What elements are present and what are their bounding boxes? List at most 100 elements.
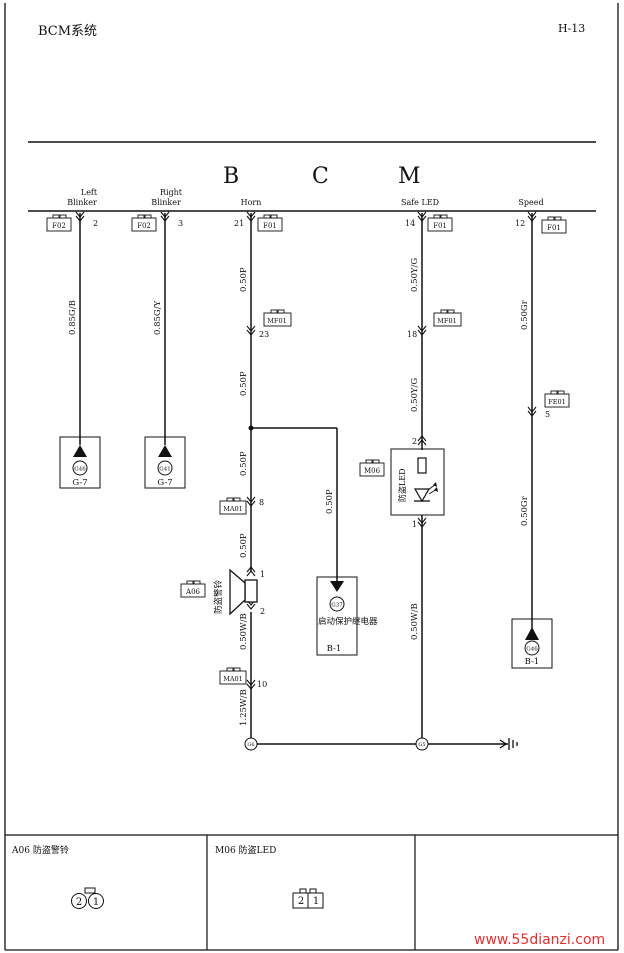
ground-code: G5 <box>418 742 425 748</box>
a06-pin-1: 1 <box>93 897 99 908</box>
wire-label: 0.50Y/G <box>410 258 420 292</box>
pin-number: 12 <box>515 219 525 228</box>
wire-label: 1.25W/B <box>239 689 249 726</box>
port-left-blinker-line2: Blinker <box>67 198 97 207</box>
port-safe-led: Safe LED <box>401 198 439 207</box>
svg-text:F01: F01 <box>433 222 447 230</box>
connector-f02-right: F02 <box>131 214 157 232</box>
bcm-module: B C M <box>28 164 596 212</box>
relay-label: 启动保护继电器 <box>318 616 378 627</box>
connector-f01-horn: F01 <box>257 214 283 232</box>
m06-pin-1: 1 <box>313 896 319 907</box>
m06-pinout: 2 1 <box>292 888 324 909</box>
pin-number: 2 <box>260 607 265 616</box>
wire-label: 0.50P <box>239 267 249 292</box>
connector-m06: M06 <box>359 459 385 477</box>
svg-text:MF01: MF01 <box>267 317 286 325</box>
connector-f02-left: F02 <box>46 214 72 232</box>
page-code: H-13 <box>558 22 586 35</box>
bcm-letter-m: M <box>398 164 421 189</box>
wire-label: 0.50P <box>325 489 335 514</box>
pin-number: 23 <box>259 330 269 339</box>
pin-number: 8 <box>259 498 264 507</box>
pin-number: 21 <box>234 219 244 228</box>
pinout-panels: A06 防盗警铃 M06 防盗LED 2 1 2 1 <box>11 844 324 909</box>
connector-ma01-upper: MA01 <box>219 497 247 515</box>
wire-label: 0.50Gr <box>520 495 530 526</box>
svg-text:F01: F01 <box>263 222 277 230</box>
connector-fe01: FE01 <box>544 390 570 408</box>
bcm-letter-b: B <box>223 164 239 189</box>
alarm-siren: 防盗警铃 <box>213 568 258 616</box>
location-label: B-1 <box>327 644 342 654</box>
pin-number: 1 <box>412 520 417 529</box>
watermark-text: www.55dianzi.com <box>474 932 606 948</box>
siren-label: 防盗警铃 <box>213 579 224 614</box>
wire-label: 0.50Y/G <box>410 378 420 412</box>
svg-text:MF01: MF01 <box>437 317 456 325</box>
wire-label: 0.50P <box>239 533 249 558</box>
pin-number: 5 <box>545 410 550 419</box>
wire-label: 0.85G/Y <box>153 300 163 335</box>
wire-label: 0.50P <box>239 451 249 476</box>
pin-arrows <box>75 211 537 690</box>
connector-tags: F02 F02 F01 F01 F01 MF01 MF01 FE01 <box>46 214 570 685</box>
start-protection-relay: G37 启动保护继电器 B-1 <box>316 576 378 656</box>
port-right-blinker-line1: Right <box>160 188 183 197</box>
port-speed: Speed <box>518 198 543 207</box>
svg-text:F02: F02 <box>52 222 66 230</box>
svg-text:M06: M06 <box>364 467 381 475</box>
wire-label: 0.85G/B <box>68 300 78 335</box>
port-right-blinker-line2: Blinker <box>151 198 181 207</box>
ground-code: G46 <box>526 647 538 653</box>
ground-speed: G46 B-1 <box>511 618 553 669</box>
port-labels: Left Blinker Right Blinker Horn Safe LED… <box>67 188 543 207</box>
wire-label: 0.50W/B <box>410 603 420 640</box>
page-title: BCM系统 <box>38 24 98 39</box>
pin-number: 14 <box>405 219 415 228</box>
svg-text:A06: A06 <box>185 588 201 596</box>
ground-code: G6 <box>247 742 254 748</box>
wire-labels: 0.85G/B 0.85G/Y 0.50P 0.50P 0.50P 0.50P … <box>68 258 530 726</box>
ground-code: G41 <box>159 467 170 473</box>
bcm-letter-c: C <box>312 164 329 189</box>
svg-text:MA01: MA01 <box>223 675 243 683</box>
connector-f01-speed: F01 <box>541 216 567 234</box>
led-label: 防盗LED <box>397 468 407 502</box>
wire-label: 0.50P <box>239 371 249 396</box>
location-label: G-7 <box>157 478 172 488</box>
pin-number: 2 <box>93 219 98 228</box>
pin-number: 1 <box>260 570 265 579</box>
ground-right-blinker: G41 G-7 <box>144 436 186 489</box>
svg-text:MA01: MA01 <box>223 505 243 513</box>
wire-label: 0.50Gr <box>520 299 530 330</box>
wire-label: 0.50W/B <box>239 613 249 650</box>
port-left-blinker-line1: Left <box>81 188 98 197</box>
panel-m06-title: M06 防盗LED <box>215 844 276 856</box>
location-label: G-7 <box>72 478 87 488</box>
connector-a06: A06 <box>180 580 206 598</box>
pin-number: 10 <box>257 680 267 689</box>
anti-theft-led: 防盗LED <box>390 448 445 516</box>
port-horn: Horn <box>241 198 262 207</box>
svg-text:F02: F02 <box>137 222 151 230</box>
wires <box>79 213 533 745</box>
a06-pinout: 2 1 <box>71 887 104 909</box>
ground-points: G6 G5 <box>244 737 429 751</box>
splice-dot <box>248 425 254 431</box>
connector-f01-led: F01 <box>427 214 453 232</box>
ground-code: G46 <box>74 467 86 473</box>
connector-mf01-horn: MF01 <box>263 309 292 327</box>
ground-left-blinker: G46 G-7 <box>59 436 101 489</box>
panel-a06-title: A06 防盗警铃 <box>11 844 69 856</box>
pin-number: 2 <box>412 437 417 446</box>
pin-number: 18 <box>407 330 417 339</box>
connector-mf01-led: MF01 <box>433 309 462 327</box>
svg-text:FE01: FE01 <box>548 398 566 406</box>
pin-number: 3 <box>178 219 183 228</box>
frame <box>4 3 619 951</box>
a06-pin-2: 2 <box>76 897 82 908</box>
svg-text:F01: F01 <box>547 224 561 232</box>
pin-numbers: 2 3 21 14 12 23 18 5 8 1 2 10 2 1 <box>93 219 550 689</box>
